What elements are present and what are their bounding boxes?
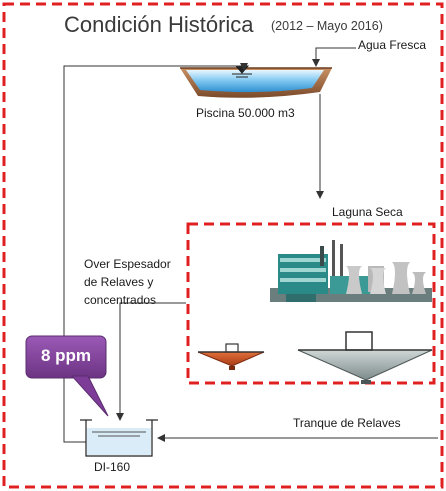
- ppm-callout-text: 8 ppm: [40, 346, 92, 365]
- fresh-water-line: [312, 47, 356, 67]
- di-160-label: DI-160: [94, 460, 131, 474]
- return-line: [63, 63, 248, 443]
- diagram-title: Condición Histórica: [64, 12, 254, 37]
- over-espesador-line-3: concentrados: [84, 293, 157, 307]
- over-espesador-line-1: Over Espesador: [84, 257, 171, 271]
- agua-fresca-label: Agua Fresca: [358, 38, 427, 52]
- di-160-tank-icon: [80, 419, 158, 457]
- small-thickener-icon: [197, 343, 265, 370]
- laguna-seca-box: [186, 222, 436, 385]
- over-espesador-line: [116, 302, 186, 421]
- large-thickener-icon: [297, 331, 433, 384]
- over-espesador-label: Over Espesador de Relaves y concentrados: [84, 255, 171, 309]
- pool-basin: [180, 67, 332, 98]
- plant-illustration-icon: [270, 240, 432, 302]
- tranque-label: Tranque de Relaves: [293, 416, 401, 430]
- laguna-seca-label: Laguna Seca: [332, 205, 403, 219]
- ppm-callout: [25, 335, 109, 417]
- diagram-subtitle: (2012 – Mayo 2016): [271, 19, 383, 33]
- flow-lines: [63, 47, 438, 443]
- piscina-label: Piscina 50.000 m3: [196, 106, 295, 120]
- over-espesador-line-2: de Relaves y: [84, 275, 154, 289]
